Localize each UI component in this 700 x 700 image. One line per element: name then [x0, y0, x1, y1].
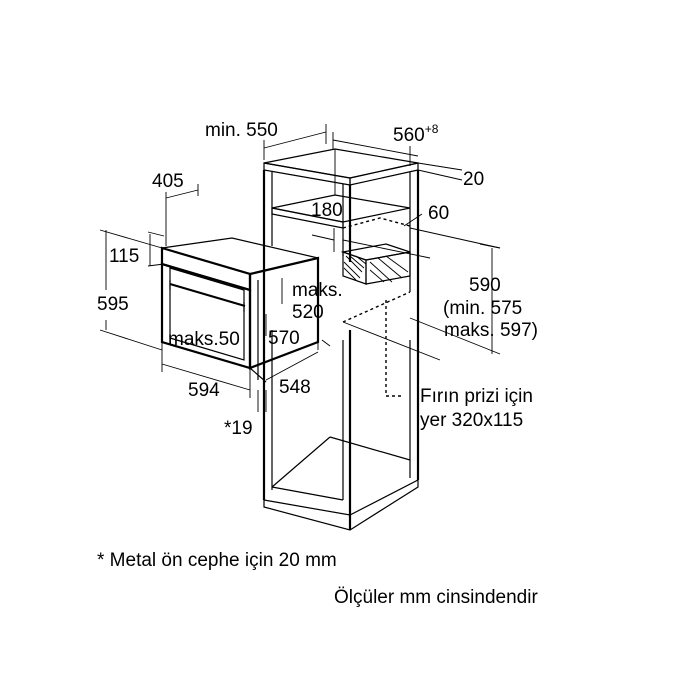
cabinet-floor-line-3 [271, 486, 344, 501]
label-cabinet-width: 560+8 [393, 122, 439, 146]
footnote-metal-front: * Metal ön cephe için 20 mm [97, 550, 337, 571]
label-niche-max: maks. 597) [444, 320, 538, 341]
dimension-lines [99, 124, 501, 412]
niche-dashed-bottom [342, 291, 411, 323]
label-oven-height: 595 [97, 294, 129, 315]
oven-window [169, 267, 245, 361]
niche-dashed-top [342, 217, 411, 229]
socket-note-line1: Fırın prizi için [420, 386, 533, 407]
label-inner-width: 548 [279, 377, 311, 398]
label-oven-depth-top: 405 [152, 171, 184, 192]
label-cabinet-width-tolerance: +8 [425, 122, 439, 136]
label-rear-gap: 180 [311, 200, 343, 221]
cabinet-top-front-edge [263, 162, 351, 186]
units-note: Ölçüler mm cinsindendir [334, 587, 538, 608]
cabinet-top-side-edge [349, 162, 419, 186]
label-top-gap: 20 [463, 169, 484, 190]
cabinet-floor-line-1 [271, 436, 331, 488]
label-side-gap: 60 [428, 203, 449, 224]
dimension-labels: min. 550 560+8 20 405 180 60 115 595 mak… [97, 120, 538, 439]
label-niche-height: 590 [469, 275, 501, 296]
socket-hatch [343, 255, 409, 283]
label-depth-570: 570 [268, 328, 300, 349]
notes: Fırın prizi için yer 320x115 * Metal ön … [97, 386, 538, 608]
label-depth-520: 520 [292, 302, 324, 323]
cabinet-base [263, 479, 419, 531]
label-max-50: maks.50 [168, 329, 240, 350]
oven-door [160, 262, 252, 370]
cabinet-drawing [262, 148, 420, 531]
label-min-depth: min. 550 [205, 120, 278, 141]
label-max-1: maks. [292, 280, 343, 301]
label-front-offset: *19 [224, 418, 253, 439]
cabinet-floor-line-2 [329, 436, 411, 461]
label-niche-min: (min. 575 [443, 298, 522, 319]
socket-dashed-leader [385, 300, 402, 397]
socket-box-side [365, 251, 411, 285]
label-oven-width: 594 [188, 380, 220, 401]
oven-frame-bottom [249, 367, 267, 383]
socket-note-line2: yer 320x115 [420, 410, 523, 431]
label-cabinet-width-value: 560 [393, 125, 425, 146]
oven-handle [169, 282, 246, 308]
label-panel-height: 115 [109, 246, 139, 267]
